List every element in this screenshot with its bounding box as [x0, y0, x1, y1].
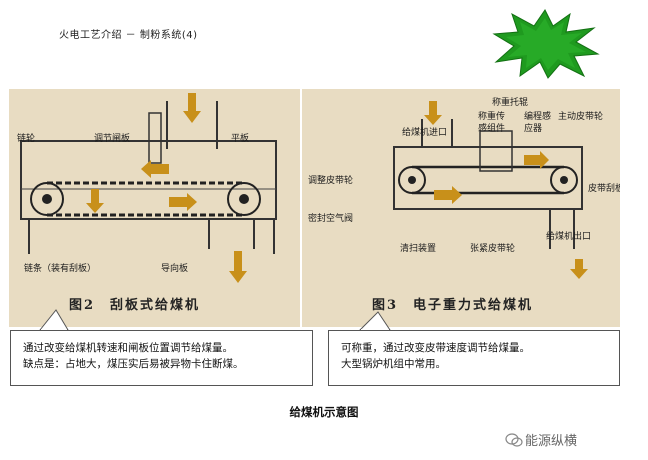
callout-line: 大型锅炉机组中常用。: [341, 358, 446, 370]
label-sprocket: 链轮: [17, 134, 36, 144]
callout-line: 通过改变给煤机转速和闸板位置调节给煤量。: [23, 342, 233, 354]
label-encoder: 编程感应器: [524, 112, 552, 134]
label-belt-scraper: 皮带刮板: [588, 184, 620, 194]
callout-scraper-feeder: 通过改变给煤机转速和闸板位置调节给煤量。 缺点是：占地大，煤压实后易被异物卡住断…: [10, 330, 313, 386]
label-drive-pulley: 主动皮带轮: [558, 112, 604, 122]
brand-watermark: 能源纵横: [525, 434, 578, 449]
callout-line: 缺点是：占地大，煤压实后易被异物卡住断煤。: [23, 358, 244, 370]
callout-gravimetric-feeder: 可称重，通过改变皮带速度调节给煤量。 大型锅炉机组中常用。: [328, 330, 620, 386]
label-tension-pulley: 张紧皮带轮: [470, 244, 516, 254]
label-adjust-pulley: 调整皮带轮: [308, 176, 354, 186]
diagram-caption: 给煤机示意图: [289, 405, 359, 419]
label-guide: 导向板: [161, 264, 189, 274]
label-gate: 调节闸板: [94, 134, 131, 144]
right-figure-title: 图3 电子重力式给煤机: [372, 298, 534, 313]
label-sensor: 称重传感组件: [478, 112, 506, 134]
scraper-feeder-figure: 链轮 调节闸板 平板 链条（装有刮板） 导向板 图2 刮板式给煤机: [9, 89, 300, 327]
starburst-badge: [492, 9, 600, 79]
callout-line: 可称重，通过改变皮带速度调节给煤量。: [341, 342, 530, 354]
label-inlet: 给煤机进口: [402, 128, 448, 138]
left-figure-title: 图2 刮板式给煤机: [69, 298, 201, 313]
label-cleaner: 清扫装置: [400, 244, 437, 254]
label-chain: 链条（装有刮板）: [24, 264, 97, 274]
label-plate: 平板: [231, 134, 250, 144]
chat-bubble-icon: [505, 433, 523, 447]
label-outlet: 给煤机出口: [546, 232, 592, 242]
page-header: 火电工艺介绍 － 制粉系统(4): [59, 30, 198, 41]
gravimetric-feeder-figure: 称重托辊 给煤机进口 称重传感组件 编程感应器 主动皮带轮 调整皮带轮 皮带刮板…: [302, 89, 620, 327]
label-seal-valve: 密封空气阀: [308, 214, 354, 224]
label-weigh-idler: 称重托辊: [492, 98, 529, 108]
